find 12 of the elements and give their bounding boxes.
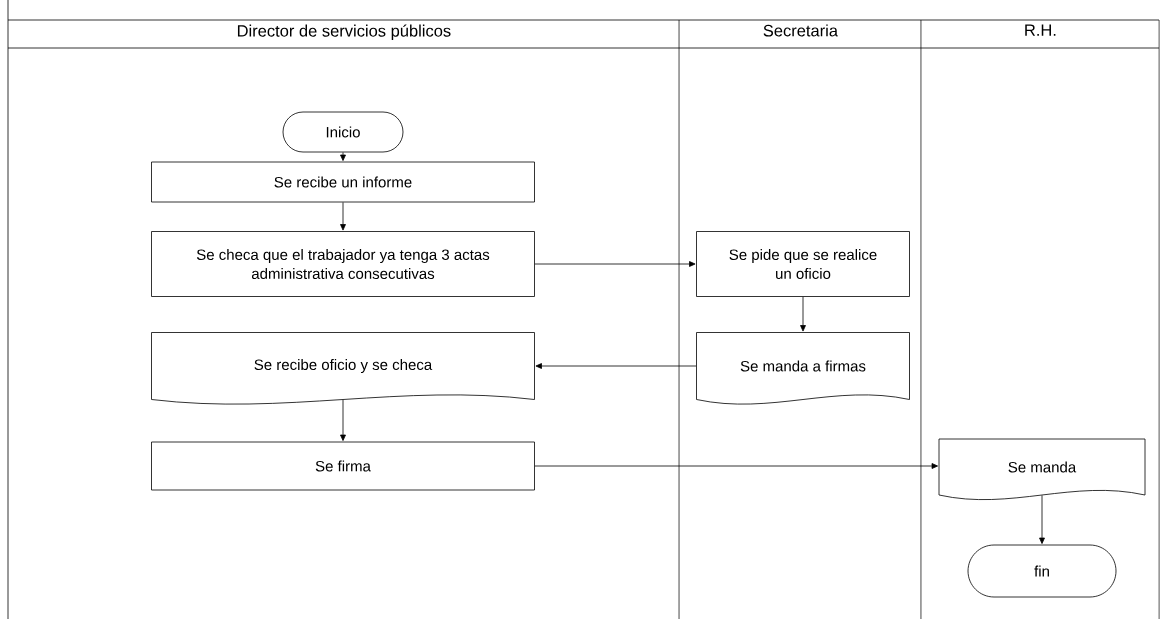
process-box: Se recibe un informe (151, 161, 535, 203)
arrow (535, 363, 697, 369)
process-box: Se firma (151, 441, 535, 491)
arrow (534, 261, 696, 267)
arrow (534, 463, 938, 469)
arrow (1039, 495, 1045, 544)
arrow (340, 202, 346, 231)
arrow (340, 152, 346, 161)
arrow (340, 399, 346, 441)
process-box: Se checa que el trabajador ya tenga 3 actas administrativa consecutivas (151, 231, 535, 297)
process-box: Se pide que se realice un oficio (696, 231, 910, 297)
arrow (800, 296, 806, 332)
